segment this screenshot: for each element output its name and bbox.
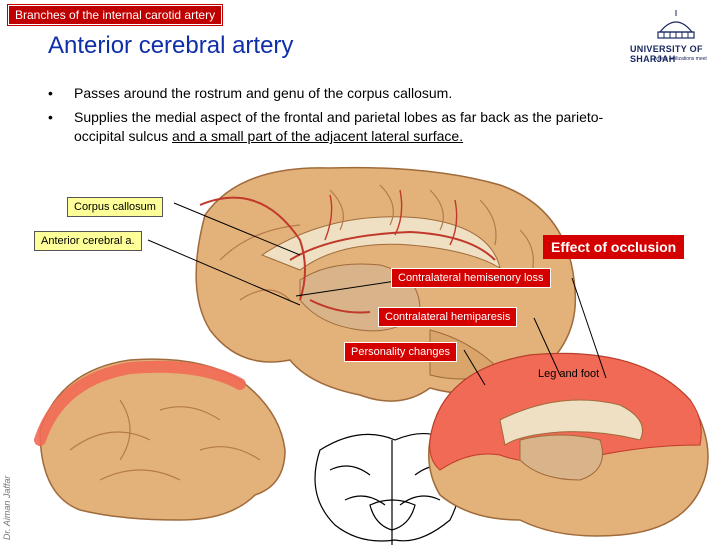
dome-icon: [657, 10, 695, 39]
pointer-lines: [147, 202, 607, 386]
page-title: Anterior cerebral artery: [48, 32, 294, 59]
label-personality-changes: Personality changes: [344, 342, 458, 362]
bullet-text: Supplies the medial aspect of the fronta…: [74, 109, 604, 125]
label-hemiparesis: Contralateral hemiparesis: [378, 307, 518, 327]
bullet-text: Passes around the rostrum and genu of th…: [74, 85, 453, 101]
coronal-sketch: [314, 432, 463, 545]
bullet-text-line2: occipital sulcus and a small part of the…: [74, 127, 463, 146]
bullet-text-underlined: and a small part of the adjacent lateral…: [172, 128, 464, 144]
label-corpus-callosum: Corpus callosum: [67, 197, 163, 217]
bullet-dot: •: [48, 85, 53, 101]
bullet-dot: •: [48, 109, 53, 125]
bullet-text-plain: occipital sulcus: [74, 128, 173, 144]
bullet-list: • Passes around the rostrum and genu of …: [48, 84, 718, 144]
label-leg-foot: Leg and foot: [538, 368, 600, 380]
section-tag: Branches of the internal carotid artery: [6, 4, 224, 26]
university-logo: UNIVERSITY OF SHARJAH where civilization…: [630, 8, 722, 64]
label-effect-of-occlusion: Effect of occlusion: [543, 235, 685, 259]
label-hemisensory-loss: Contralateral hemisenory loss: [391, 268, 551, 288]
logo-name: UNIVERSITY OF SHARJAH: [630, 44, 703, 64]
logo-tagline: where civilizations meet: [654, 56, 707, 62]
author-credit: Dr. Aiman Jaffar: [2, 475, 12, 540]
lateral-brain: [34, 358, 286, 521]
label-anterior-cerebral: Anterior cerebral a.: [34, 231, 142, 251]
occlusion-brain: [428, 352, 709, 537]
